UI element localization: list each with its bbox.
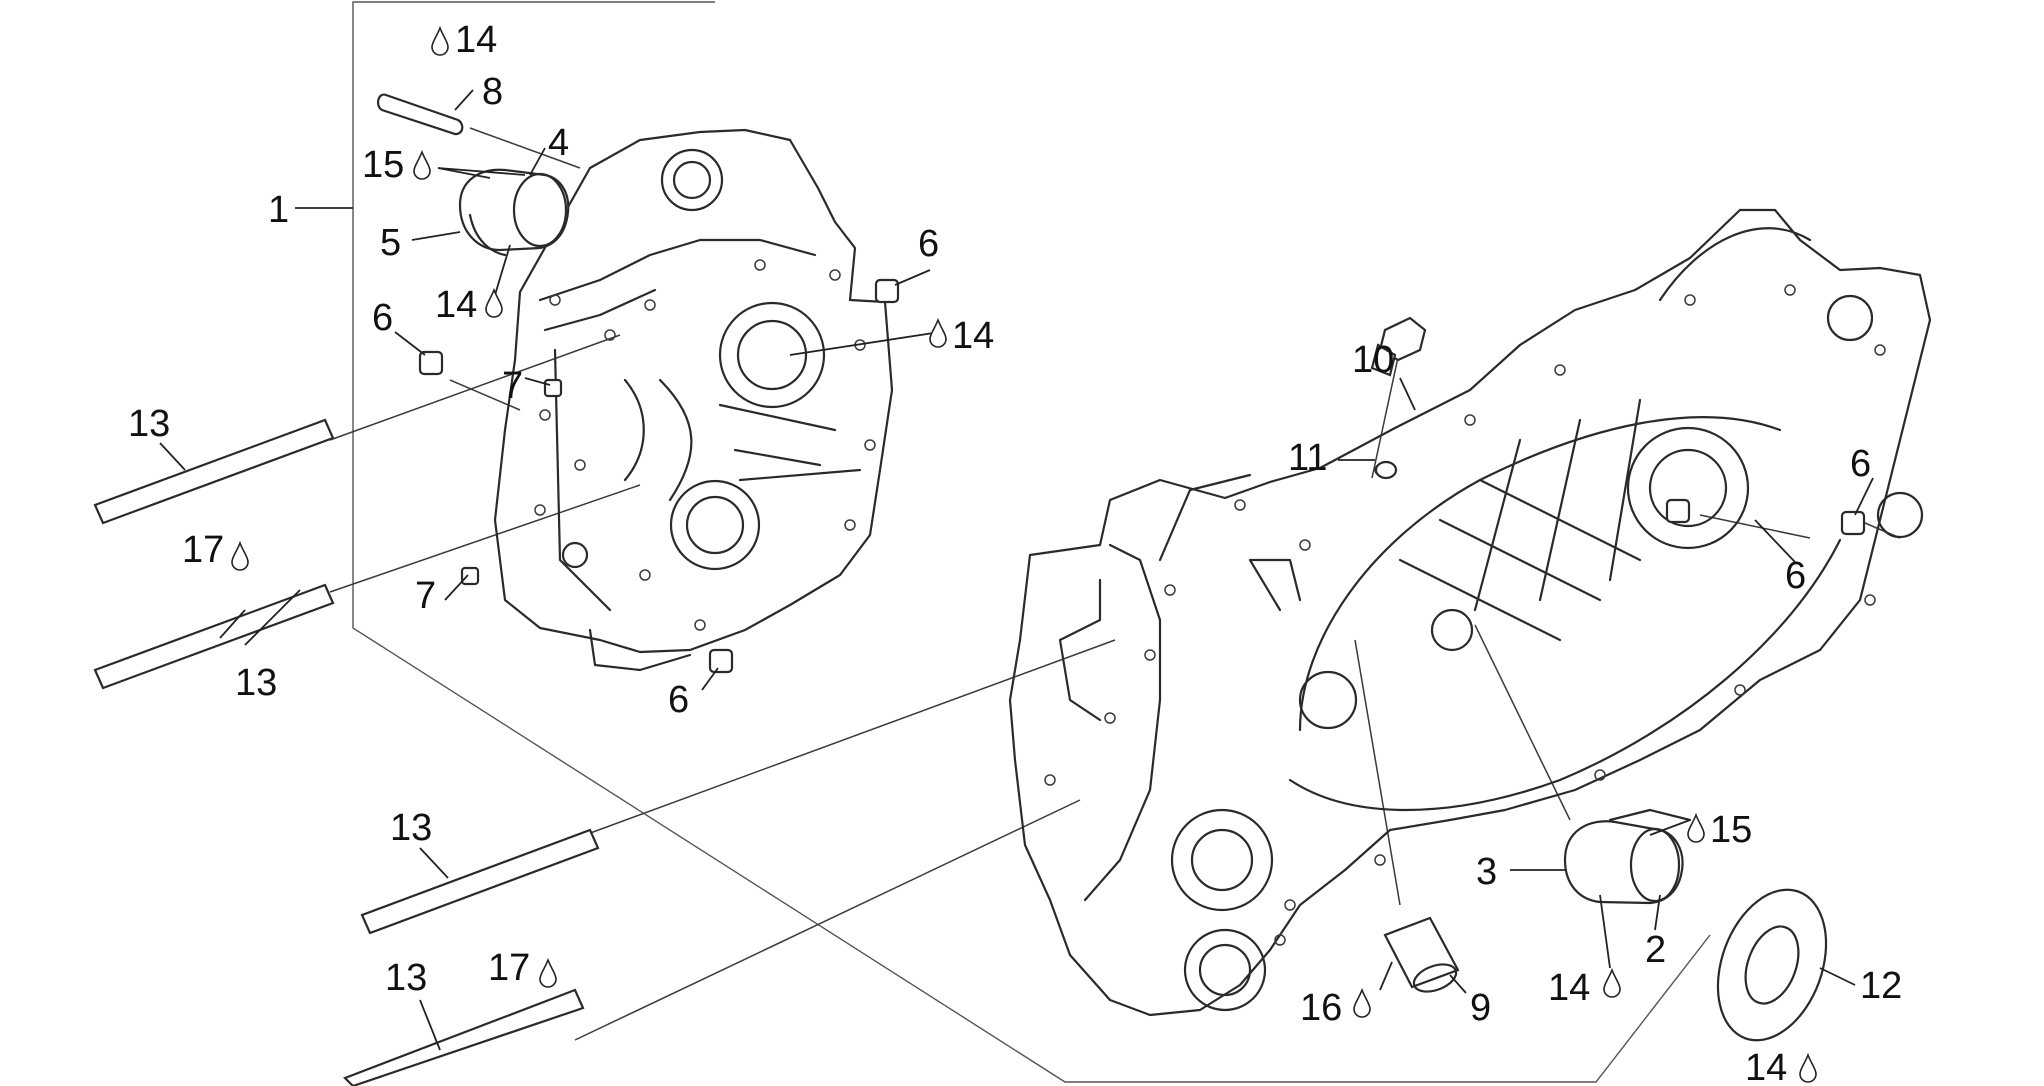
shaft-pin <box>376 93 464 136</box>
right-crankcase-half <box>1008 208 1932 1017</box>
callout-label: 14 <box>1745 1047 1787 1086</box>
drop-icon <box>231 540 249 571</box>
drop-icon <box>485 287 503 318</box>
drop-icon <box>413 149 431 180</box>
callout-label: 14 <box>455 19 497 61</box>
drop-icon <box>1603 967 1621 998</box>
oil-seal <box>1716 888 1828 1042</box>
callout-label: 13 <box>385 957 427 999</box>
callout-label: 3 <box>1476 851 1497 893</box>
drain-bolt <box>1370 316 1427 480</box>
callout-label: 13 <box>390 807 432 849</box>
callout-label: 12 <box>1860 965 1902 1007</box>
callout-label: 6 <box>1785 555 1806 597</box>
dowel-pins <box>418 278 1866 674</box>
assembly-frame <box>295 1 1711 1083</box>
callout-label: 7 <box>415 575 436 617</box>
callout-label: 8 <box>482 71 503 113</box>
callout-label: 10 <box>1352 339 1394 381</box>
callout-label: 14 <box>435 284 477 326</box>
callout-label: 17 <box>488 947 530 989</box>
callout-label: 16 <box>1300 987 1342 1029</box>
callout-label: 17 <box>182 529 224 571</box>
drop-icon <box>1687 812 1705 843</box>
callout-label: 14 <box>1548 967 1590 1009</box>
callout-label: 4 <box>548 122 569 164</box>
drop-icon <box>539 957 557 988</box>
bushing-set-lower <box>1563 808 1692 905</box>
stud-bolts <box>93 418 600 1086</box>
callout-label: 9 <box>1470 987 1491 1029</box>
drop-icon <box>929 317 947 348</box>
callout-label: 5 <box>380 222 401 264</box>
callout-label: 6 <box>372 297 393 339</box>
guide-lines <box>329 127 1901 1041</box>
callout-label: 6 <box>918 223 939 265</box>
callout-label: 7 <box>502 365 523 407</box>
lubrication-drops <box>231 25 1817 1083</box>
callout-label: 14 <box>952 315 994 357</box>
callout-label: 1 <box>268 189 289 231</box>
callout-label: 13 <box>235 662 277 704</box>
left-crankcase-half <box>493 128 894 672</box>
bushing-set-upper <box>458 168 570 257</box>
leader-lines <box>159 89 1874 1051</box>
callout-labels: 1 2 3 4 5 6 6 6 6 6 7 7 8 9 10 11 12 13 … <box>128 19 1902 1086</box>
sleeve-bushing <box>1383 916 1460 993</box>
callout-label: 6 <box>668 679 689 721</box>
drop-icon <box>1799 1052 1817 1083</box>
callout-label: 15 <box>1710 809 1752 851</box>
drop-icon <box>1353 987 1371 1018</box>
drop-icon <box>431 25 449 56</box>
callout-label: 15 <box>362 144 404 186</box>
callout-label: 2 <box>1645 929 1666 971</box>
callout-label: 13 <box>128 403 170 445</box>
callout-label: 11 <box>1288 437 1327 479</box>
callout-label: 6 <box>1850 443 1871 485</box>
